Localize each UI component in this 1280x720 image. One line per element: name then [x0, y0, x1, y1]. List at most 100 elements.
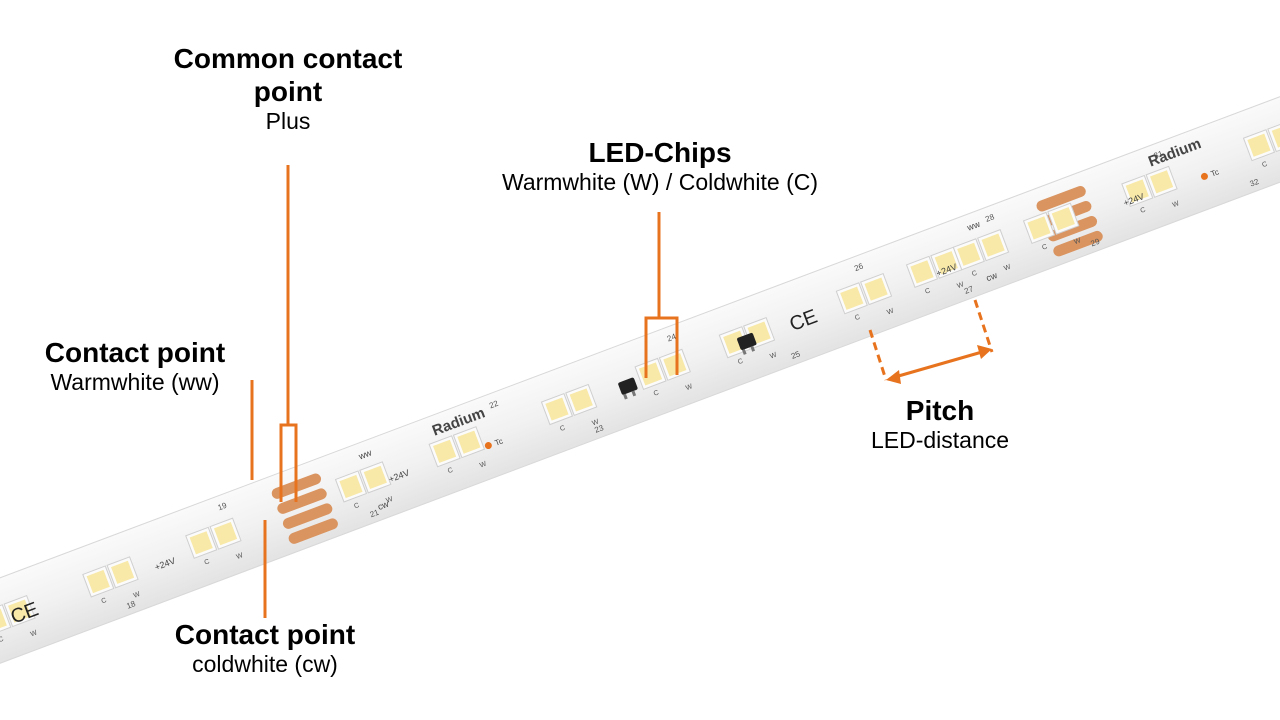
led-number: 19 [217, 501, 229, 513]
tc-dot [1200, 172, 1208, 180]
led-chip [1267, 119, 1280, 153]
label-pitch: Pitch LED-distance [820, 394, 1060, 454]
led-number-prints: 171819212223242526272829313233 [125, 149, 1261, 611]
label-subtitle: LED-distance [870, 427, 1010, 454]
chip-letter-w: W [956, 281, 965, 290]
led-phosphor [864, 277, 888, 301]
pitch-arrow [894, 350, 983, 379]
label-subtitle: Plus [265, 108, 311, 135]
led-phosphor [86, 569, 110, 594]
chip-letter-c: C [559, 425, 566, 433]
led-chip-pair: CW [1121, 165, 1181, 215]
contact-pad [277, 488, 327, 514]
led-chip-pair: CW [0, 594, 39, 644]
chip-letter-c: C [447, 467, 454, 475]
label-title: Contact point [44, 337, 226, 368]
chip-letter-w: W [1073, 237, 1082, 246]
led-phosphor [1125, 179, 1149, 203]
pad-label-cw: cw [985, 270, 999, 283]
chip-letter-c: C [1140, 206, 1147, 214]
led-phosphor [569, 388, 593, 412]
led-phosphor [339, 474, 363, 499]
pad-label-ww: ww [965, 219, 982, 233]
pitch-extension-left [868, 329, 888, 381]
led-number: 27 [963, 284, 975, 296]
contact-pad [288, 518, 338, 544]
transistor [737, 332, 757, 355]
led-chip-pair: CW [1022, 202, 1082, 252]
led-phosphor [1247, 133, 1271, 157]
chip-letter-c: C [924, 287, 931, 295]
label-led-chips: LED-Chips Warmwhite (W) / Coldwhite (C) [470, 136, 850, 196]
chip-letter-w: W [479, 461, 488, 470]
led-phosphor [981, 233, 1005, 257]
contact-pad [1053, 230, 1103, 257]
led-number: 23 [593, 423, 605, 435]
chip-letter-w: W [385, 496, 394, 505]
led-phosphor [363, 465, 387, 489]
led-phosphor [663, 353, 687, 377]
label-common-contact-point: Common contact point Plus [168, 42, 408, 135]
led-phosphor [1271, 124, 1280, 148]
callout-bracket-common [279, 423, 298, 502]
led-number: 25 [790, 349, 802, 361]
label-title: LED-Chips [588, 137, 732, 168]
led-chip-pair: CW [82, 556, 142, 605]
led-number: 22 [488, 399, 500, 411]
led-chips: CWCWCWCWCWCWCWCWCWCWCWCWCWCW [0, 119, 1280, 644]
chip-letter-c: C [0, 636, 5, 644]
chip-letter-c: C [653, 389, 660, 397]
led-phosphor [8, 599, 32, 623]
led-chip-pair: CW [334, 461, 394, 510]
led-phosphor [189, 531, 213, 555]
led-number: 26 [853, 261, 865, 273]
led-phosphor [840, 286, 864, 310]
led-phosphor [0, 608, 7, 632]
led-phosphor [910, 260, 934, 284]
tc-print: Tc [1210, 167, 1221, 178]
led-strip: CWCWCWCWCWCWCWCWCWCWCWCWCWCW Radium Radi… [0, 88, 1280, 672]
led-number: 32 [1249, 177, 1261, 189]
pad-label-cw: cw [376, 499, 390, 512]
label-subtitle: Warmwhite (W) / Coldwhite (C) [501, 169, 819, 196]
contact-pad [1036, 186, 1086, 212]
led-chip-pair: CW [428, 426, 488, 475]
led-phosphor [957, 242, 981, 266]
led-number: 18 [125, 599, 137, 611]
led-number: 21 [369, 508, 381, 520]
chip-letter-c: C [1261, 161, 1268, 169]
led-phosphor [545, 397, 569, 421]
pad-label-ww: ww [356, 447, 373, 461]
label-title: Pitch [905, 395, 975, 426]
chip-letter-w: W [236, 552, 245, 561]
chip-letter-c: C [971, 270, 978, 278]
label-contact-point-ww: Contact point Warmwhite (ww) [10, 336, 260, 396]
led-chip-pair: CW [540, 383, 600, 433]
chip-letter-c: C [353, 502, 360, 510]
pitch-arrowhead-left [886, 370, 901, 384]
chip-letter-w: W [769, 351, 778, 360]
led-number: 28 [984, 212, 996, 224]
chip-letter-w: W [133, 591, 142, 600]
led-phosphor [213, 522, 238, 546]
led-phosphor [433, 439, 457, 463]
led-number: 31 [1153, 149, 1165, 161]
chip-letter-c: C [854, 314, 861, 322]
tc-dot [484, 442, 492, 450]
chip-letter-w: W [685, 383, 694, 392]
led-number: 24 [666, 332, 678, 344]
chip-letter-w: W [886, 307, 895, 316]
led-phosphor [934, 251, 958, 275]
chip-letter-c: C [737, 358, 744, 366]
label-title: Contact point [174, 619, 356, 650]
label-title: Common contact point [173, 43, 403, 108]
chip-letter-w: W [1003, 263, 1012, 272]
led-phosphor [457, 430, 481, 454]
led-chip-pair: CW [1242, 119, 1280, 169]
transistor [618, 377, 638, 400]
led-chip-pair: CW [905, 246, 965, 296]
contact-pad [282, 503, 333, 529]
chip-letter-w: W [30, 629, 39, 638]
chip-letter-w: W [591, 418, 600, 427]
